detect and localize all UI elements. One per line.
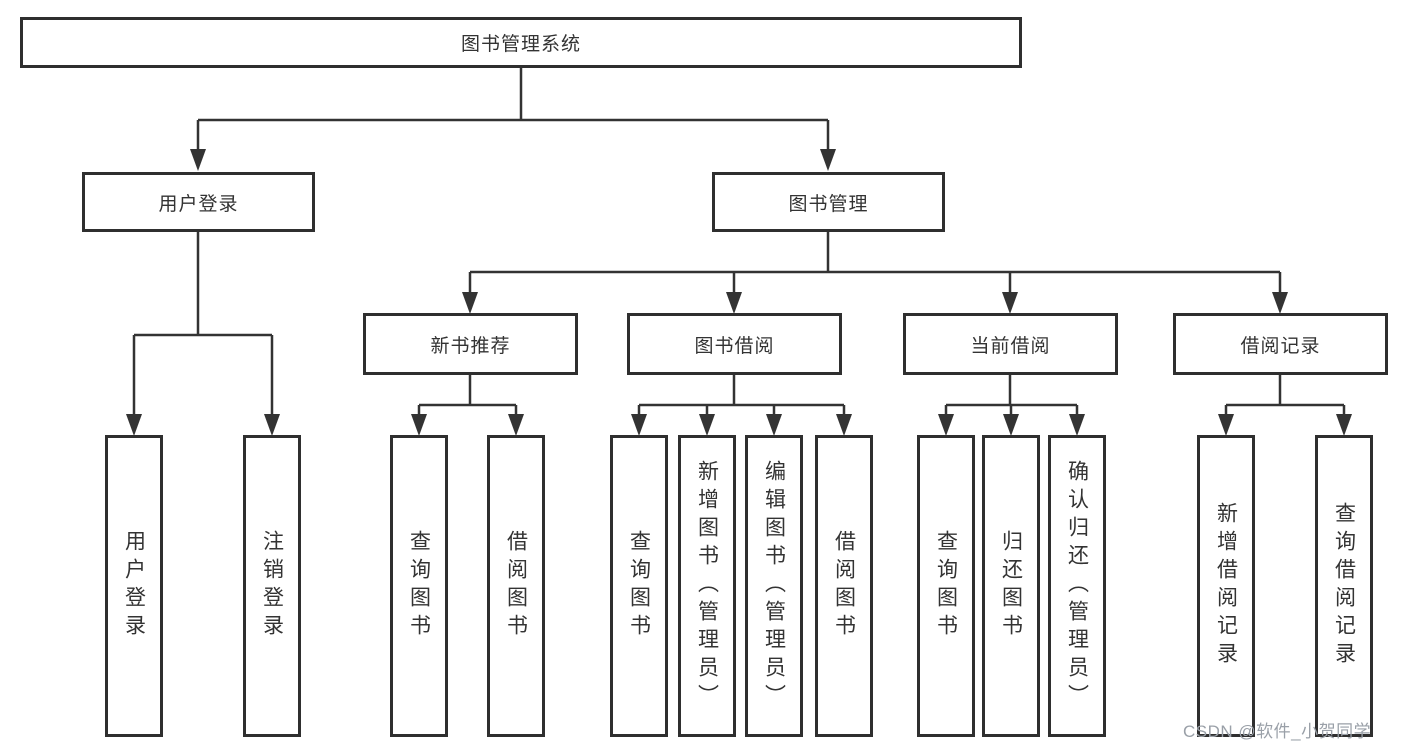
node-book-borrow: 图书借阅: [627, 313, 842, 375]
leaf-return-books: 归还图书: [982, 435, 1040, 737]
leaf-query-borrow-record: 查询借阅记录: [1315, 435, 1373, 737]
node-current-borrow: 当前借阅: [903, 313, 1118, 375]
leaf-query-books-recommend: 查询图书: [390, 435, 448, 737]
csdn-watermark: CSDN @软件_小贺同学: [1183, 722, 1372, 741]
node-new-book-recommend: 新书推荐: [363, 313, 578, 375]
leaf-query-books-borrow: 查询图书: [610, 435, 668, 737]
leaf-borrow-books: 借阅图书: [815, 435, 873, 737]
node-book-management: 图书管理: [712, 172, 945, 232]
leaf-query-books-current: 查询图书: [917, 435, 975, 737]
arrowhead-icons: [126, 149, 1352, 436]
leaf-add-books-admin: 新增图书（管理员）: [678, 435, 736, 737]
leaf-edit-books-admin: 编辑图书（管理员）: [745, 435, 803, 737]
leaf-confirm-return-admin: 确认归还（管理员）: [1048, 435, 1106, 737]
leaf-user-login: 用户登录: [105, 435, 163, 737]
node-root-system: 图书管理系统: [20, 17, 1022, 68]
leaf-logout: 注销登录: [243, 435, 301, 737]
leaf-add-borrow-record: 新增借阅记录: [1197, 435, 1255, 737]
leaf-borrow-books-recommend: 借阅图书: [487, 435, 545, 737]
node-borrow-record: 借阅记录: [1173, 313, 1388, 375]
node-user-login: 用户登录: [82, 172, 315, 232]
